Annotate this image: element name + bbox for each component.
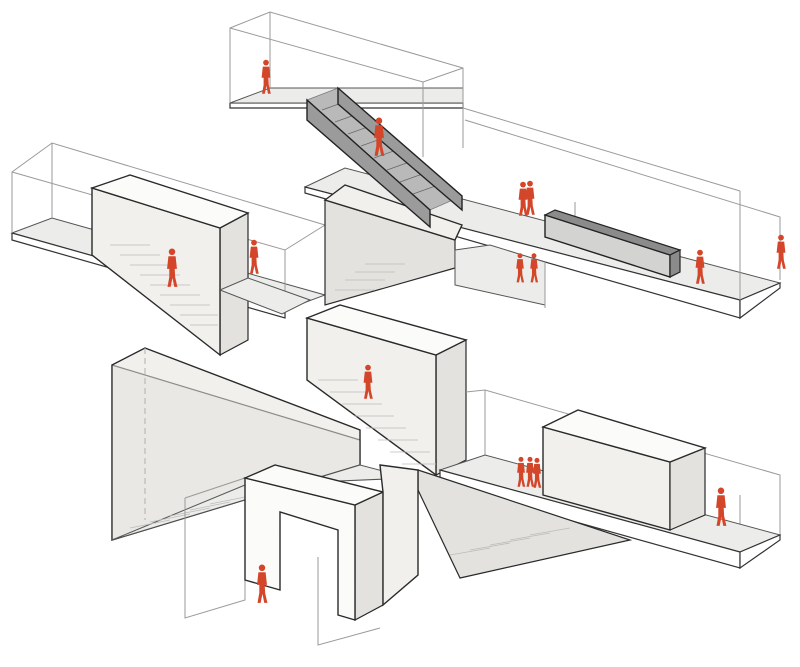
entrance-portal	[184, 464, 419, 646]
person-icon	[261, 59, 271, 94]
upper-bench	[543, 209, 682, 278]
escalator	[306, 86, 463, 229]
lower-bench-block	[541, 409, 708, 531]
person-icon	[525, 180, 535, 215]
person-icon	[776, 234, 786, 269]
person-icon	[249, 239, 259, 274]
central-upper-stair	[323, 184, 546, 308]
left-stair-block	[89, 174, 312, 357]
